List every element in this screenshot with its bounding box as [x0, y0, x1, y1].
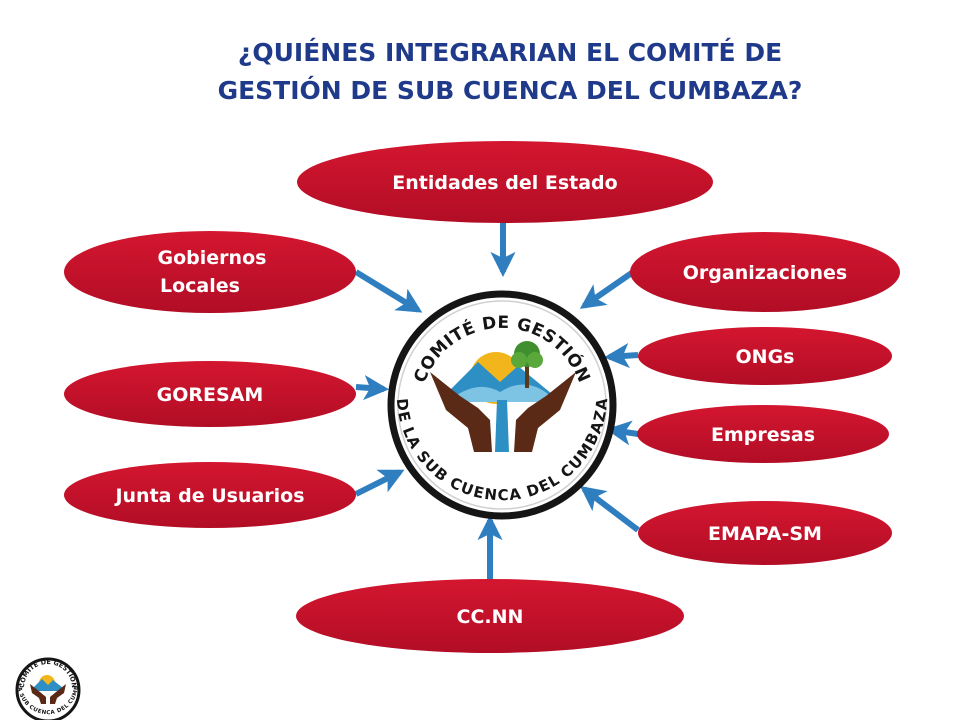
pill-empresas-label: Empresas: [711, 424, 815, 446]
arrow-organizaciones: [579, 267, 638, 309]
footer-emblem-icon: [30, 675, 66, 704]
pill-ongs: ONGs: [638, 327, 892, 385]
pill-ccnn: CC.NN: [296, 579, 684, 653]
footer-logo: COMITÉ DE GESTIÓN DE LA SUB CUENCA DEL C…: [0, 0, 81, 720]
title-line-2: GESTIÓN DE SUB CUENCA DEL CUMBAZA?: [217, 76, 803, 105]
arrow-empresas: [606, 420, 639, 446]
pill-emapa-label: EMAPA-SM: [708, 523, 822, 545]
pill-entidades: Entidades del Estado: [297, 141, 713, 223]
arrows: [354, 222, 640, 580]
center-logo: COMITÉ DE GESTIÓN DE LA SUB CUENCA DEL C…: [387, 290, 617, 520]
arrow-emapa: [579, 485, 640, 533]
arrow-gobiernos: [354, 269, 423, 313]
pill-goresam-label: GORESAM: [157, 384, 264, 406]
pill-ccnn-label: CC.NN: [457, 606, 524, 628]
pill-entidades-label: Entidades del Estado: [392, 172, 617, 194]
pill-gobiernos: Gobiernos Locales: [64, 231, 356, 313]
pill-empresas: Empresas: [637, 405, 889, 463]
arrow-ongs: [603, 343, 639, 369]
title-line-1: ¿QUIÉNES INTEGRARIAN EL COMITÉ DE: [237, 38, 783, 67]
pill-organizaciones: Organizaciones: [630, 232, 900, 312]
pill-gobiernos-label-1: Gobiernos: [158, 247, 267, 269]
pill-ongs-label: ONGs: [736, 346, 795, 368]
pill-gobiernos-label-2: Locales: [160, 275, 240, 297]
pill-goresam: GORESAM: [64, 361, 356, 427]
pill-junta: Junta de Usuarios: [64, 462, 356, 528]
logo-emblem-icon: [430, 341, 576, 452]
arrow-goresam: [355, 374, 390, 401]
arrow-junta: [354, 469, 405, 497]
svg-text:DE LA SUB CUENCA DEL CUMBAZA: DE LA SUB CUENCA DEL CUMBAZA: [0, 0, 80, 716]
pill-organizaciones-label: Organizaciones: [683, 262, 847, 284]
page-title: ¿QUIÉNES INTEGRARIAN EL COMITÉ DE GESTIÓ…: [120, 34, 900, 110]
footer-logo-text-bottom: DE LA SUB CUENCA DEL CUMBAZA: [0, 0, 80, 716]
pill-emapa: EMAPA-SM: [638, 501, 892, 565]
pill-junta-label: Junta de Usuarios: [113, 485, 304, 507]
